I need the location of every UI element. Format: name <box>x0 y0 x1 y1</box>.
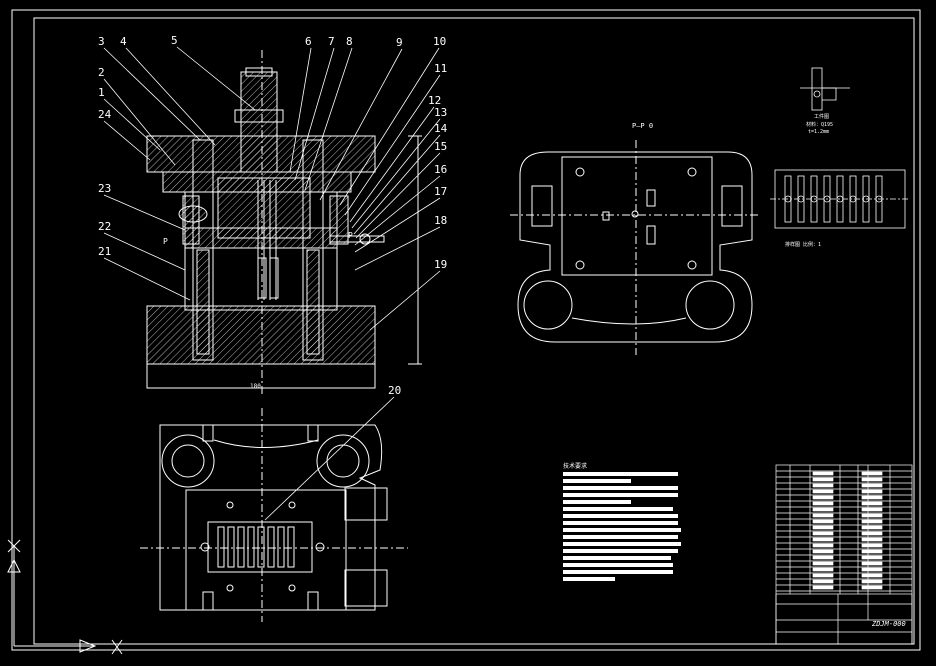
inner-frame <box>33 17 915 645</box>
balloon-leader-19 <box>369 270 441 331</box>
ucs-axis-icon <box>7 539 123 655</box>
balloon-16: 16 <box>434 163 447 176</box>
balloon-leader-24 <box>103 120 151 161</box>
section-pp-label: P—P 0 <box>632 122 653 130</box>
balloon-19: 19 <box>434 258 447 271</box>
workpiece-material: 材料：Q195 <box>806 121 833 128</box>
balloon-14: 14 <box>434 122 448 135</box>
tech-requirements-text-block <box>563 472 681 581</box>
balloon-leader-13 <box>351 118 441 229</box>
balloon-12: 12 <box>428 94 441 107</box>
callout-p-right: P <box>348 231 353 240</box>
bottom-dimension-text: 180 <box>250 383 261 390</box>
balloon-9: 9 <box>396 36 403 49</box>
balloon-leader-14 <box>353 134 441 235</box>
balloon-3: 3 <box>98 35 105 48</box>
balloon-4: 4 <box>120 35 127 48</box>
balloon-2: 2 <box>98 66 105 79</box>
balloon-22: 22 <box>98 220 111 233</box>
balloon-leader-15 <box>355 152 441 239</box>
callout-p-left: P <box>163 237 168 246</box>
balloon-7: 7 <box>328 35 335 48</box>
balloon-leader-2 <box>103 78 176 166</box>
strip-layout-view <box>770 169 910 229</box>
balloon-leader-11 <box>344 74 441 216</box>
bill-of-materials-table <box>775 464 913 645</box>
balloon-23: 23 <box>98 182 111 195</box>
drawing-number: ZDJM-000 <box>871 620 906 628</box>
workpiece-view <box>800 67 850 111</box>
balloon-leader-9 <box>319 48 403 201</box>
balloon-leader-12 <box>349 106 435 223</box>
workpiece-thickness: t=1.2mm <box>808 129 829 135</box>
balloon-leader-17 <box>354 197 441 253</box>
balloon-leader-8 <box>304 47 353 191</box>
balloon-18: 18 <box>434 214 447 227</box>
balloon-10: 10 <box>433 35 446 48</box>
balloon-8: 8 <box>346 35 353 48</box>
balloon-17: 17 <box>434 185 447 198</box>
balloon-leader-20 <box>264 396 395 521</box>
balloon-leader-18 <box>354 226 441 271</box>
tech-requirements-title: 技术要求 <box>563 462 587 470</box>
balloon-6: 6 <box>305 35 312 48</box>
balloon-leader-23 <box>103 194 186 231</box>
balloon-leader-1 <box>103 98 161 151</box>
workpiece-title: 工件图 <box>814 113 829 120</box>
balloon-leader-22 <box>103 232 186 271</box>
balloon-24: 24 <box>98 108 112 121</box>
balloon-leader-5 <box>176 46 256 111</box>
balloon-11: 11 <box>434 62 447 75</box>
balloon-leader-4 <box>125 47 216 146</box>
plan-view <box>140 408 408 622</box>
outer-frame <box>11 9 921 651</box>
balloon-leader-6 <box>289 47 312 173</box>
section-pp-view <box>510 140 760 355</box>
balloon-1: 1 <box>98 86 105 99</box>
main-section-view <box>146 50 422 395</box>
balloon-15: 15 <box>434 140 447 153</box>
balloon-leader-21 <box>103 257 191 301</box>
balloon-5: 5 <box>171 34 178 47</box>
balloon-leader-16 <box>354 175 441 246</box>
balloon-20: 20 <box>388 384 401 397</box>
balloon-leaders <box>103 46 441 521</box>
balloon-21: 21 <box>98 245 111 258</box>
title-block <box>775 593 913 645</box>
strip-caption: 排样图 比例：1 <box>785 241 821 248</box>
balloon-13: 13 <box>434 106 447 119</box>
balloon-leader-7 <box>294 47 335 181</box>
balloon-leader-3 <box>103 47 201 141</box>
balloon-leader-10 <box>339 47 440 206</box>
